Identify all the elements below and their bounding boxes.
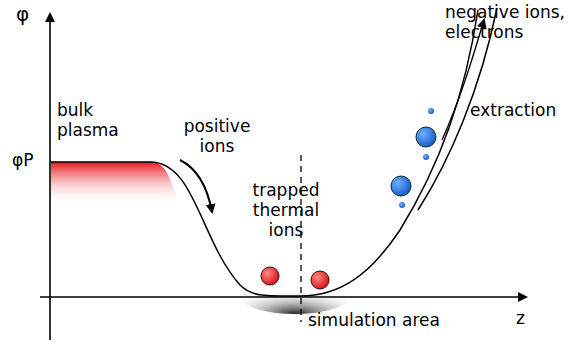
particle-label: negative ions, electrons — [445, 2, 580, 42]
axis-label: φ — [16, 4, 46, 24]
process-label: extraction — [470, 100, 570, 120]
region-label: bulk plasma — [57, 100, 137, 140]
flow-label: positive ions — [172, 116, 262, 156]
axis-label: z — [516, 308, 536, 328]
axis-value: φP — [12, 150, 48, 170]
region-label: simulation area — [308, 310, 458, 330]
particle-label: trapped thermal ions — [245, 180, 327, 240]
